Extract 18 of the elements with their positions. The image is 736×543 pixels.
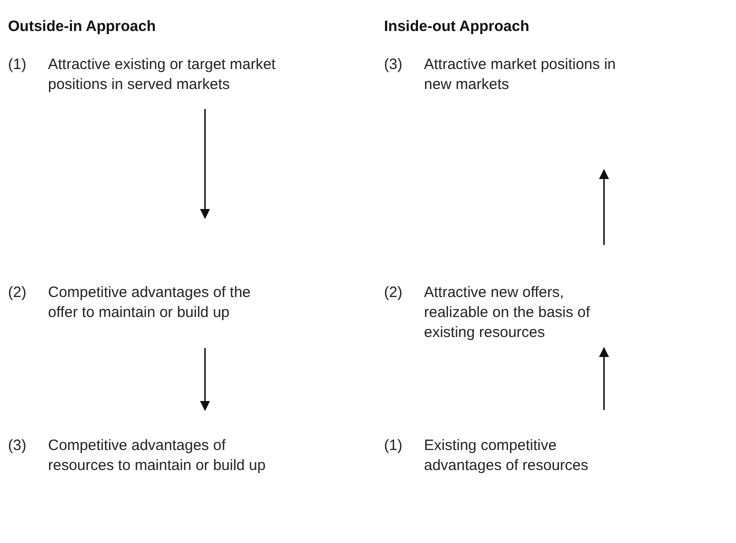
- step-number: (1): [384, 436, 404, 456]
- step-number: (3): [8, 436, 28, 456]
- arrow: [200, 109, 210, 219]
- step-text: Existing competitive advantages of resources: [424, 436, 590, 476]
- step-text: Attractive existing or target market positions in served markets: [48, 55, 277, 95]
- arrow: [599, 347, 609, 410]
- arrow: [599, 169, 609, 245]
- step-text: Competitive advantages of the offer to maintain or build up: [48, 283, 252, 323]
- step-number: (3): [384, 55, 404, 75]
- column-heading: Inside-out Approach: [384, 18, 530, 35]
- step-number: (2): [8, 283, 28, 303]
- step-number: (1): [8, 55, 28, 75]
- step-text: Attractive new offers, realizable on the basis of existing resources: [424, 283, 591, 343]
- arrow: [200, 348, 210, 411]
- column-heading: Outside-in Approach: [8, 18, 156, 35]
- step-text: Competitive advantages of resources to maintain or build up: [48, 436, 267, 476]
- step-text: Attractive market positions in new markets: [424, 55, 617, 95]
- step-number: (2): [384, 283, 404, 303]
